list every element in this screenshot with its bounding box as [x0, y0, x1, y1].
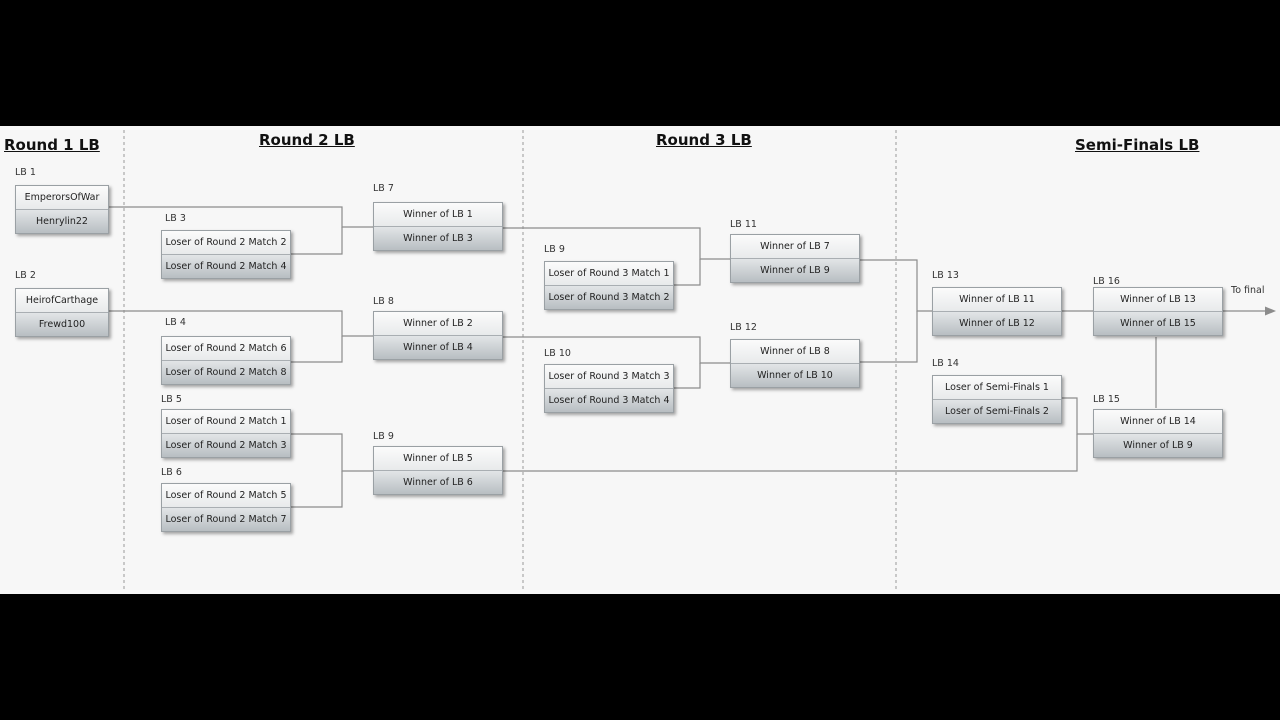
match-slot: Loser of Round 2 Match 5	[162, 484, 290, 508]
connector-lb2-lb8	[109, 310, 373, 337]
match-label: LB 9	[373, 431, 394, 442]
match-slot: Loser of Round 2 Match 6	[162, 337, 290, 361]
column-title-round3: Round 3 LB	[656, 131, 752, 149]
match-slot: Loser of Round 3 Match 4	[545, 389, 673, 412]
match-slot: Winner of LB 10	[731, 364, 859, 387]
match-label: LB 10	[544, 348, 571, 359]
match-slot: Loser of Round 2 Match 2	[162, 231, 290, 255]
connector-lb7-lb11	[502, 227, 730, 260]
match-slot: Winner of LB 2	[374, 312, 502, 336]
match-lb15: Winner of LB 14 Winner of LB 9	[1093, 409, 1223, 458]
match-slot: Loser of Semi-Finals 2	[933, 400, 1061, 423]
match-lb9-round2: Winner of LB 5 Winner of LB 6	[373, 446, 503, 495]
match-slot: Winner of LB 12	[933, 312, 1061, 335]
match-slot: Loser of Round 2 Match 3	[162, 434, 290, 457]
column-title-round1: Round 1 LB	[4, 136, 100, 154]
match-lb9-round3: Loser of Round 3 Match 1 Loser of Round …	[544, 261, 674, 310]
match-label: LB 15	[1093, 394, 1120, 405]
match-slot: Winner of LB 11	[933, 288, 1061, 312]
match-slot: Winner of LB 9	[1094, 434, 1222, 457]
match-slot: Winner of LB 9	[731, 259, 859, 282]
arrow-head	[1265, 306, 1276, 316]
match-label: LB 13	[932, 270, 959, 281]
connector-lb11-lb13	[860, 259, 932, 312]
connector-lb4-lb8	[290, 336, 343, 363]
match-slot: Winner of LB 1	[374, 203, 502, 227]
connector-lb3-lb7	[290, 227, 343, 255]
match-slot: Loser of Round 3 Match 3	[545, 365, 673, 389]
match-label: LB 2	[15, 270, 36, 281]
connector-lb9-lb15	[502, 434, 1078, 472]
connector-lb8-lb12	[502, 336, 730, 364]
connector-lb6-lb9	[290, 471, 343, 508]
match-slot: Winner of LB 6	[374, 471, 502, 494]
match-slot: Loser of Semi-Finals 1	[933, 376, 1061, 400]
match-label: LB 6	[161, 467, 182, 478]
connector-lb9-lb11	[674, 259, 701, 286]
match-label: LB 9	[544, 244, 565, 255]
match-label: LB 4	[165, 317, 186, 328]
connector-lb1-lb7	[109, 206, 373, 228]
match-slot: Winner of LB 3	[374, 227, 502, 250]
match-lb3: Loser of Round 2 Match 2 Loser of Round …	[161, 230, 291, 279]
connector-lb5-lb9	[290, 433, 373, 472]
bracket-connectors	[109, 130, 1276, 590]
match-slot: Winner of LB 13	[1094, 288, 1222, 312]
match-slot: Loser of Round 2 Match 8	[162, 361, 290, 384]
connector-lb10-lb12	[674, 363, 701, 389]
column-title-semis: Semi-Finals LB	[1075, 136, 1200, 154]
connector-lb14-lb15	[1062, 397, 1093, 435]
match-lb16: Winner of LB 13 Winner of LB 15	[1093, 287, 1223, 336]
match-lb2: HeirofCarthage Frewd100	[15, 288, 109, 337]
match-slot: Winner of LB 8	[731, 340, 859, 364]
match-lb7: Winner of LB 1 Winner of LB 3	[373, 202, 503, 251]
match-slot: EmperorsOfWar	[16, 186, 108, 210]
match-slot: Loser of Round 2 Match 4	[162, 255, 290, 278]
match-lb8: Winner of LB 2 Winner of LB 4	[373, 311, 503, 360]
match-lb6: Loser of Round 2 Match 5 Loser of Round …	[161, 483, 291, 532]
match-label: LB 12	[730, 322, 757, 333]
bracket-diagram: Round 1 LB Round 2 LB Round 3 LB Semi-Fi…	[0, 126, 1280, 594]
match-slot: Loser of Round 2 Match 1	[162, 410, 290, 434]
match-lb13: Winner of LB 11 Winner of LB 12	[932, 287, 1062, 336]
match-label: LB 16	[1093, 276, 1120, 287]
match-label: LB 11	[730, 219, 757, 230]
match-lb14: Loser of Semi-Finals 1 Loser of Semi-Fin…	[932, 375, 1062, 424]
match-slot: Winner of LB 4	[374, 336, 502, 359]
match-lb5: Loser of Round 2 Match 1 Loser of Round …	[161, 409, 291, 458]
match-slot: Loser of Round 2 Match 7	[162, 508, 290, 531]
match-slot: Henrylin22	[16, 210, 108, 233]
match-slot: Loser of Round 3 Match 1	[545, 262, 673, 286]
match-slot: Winner of LB 15	[1094, 312, 1222, 335]
match-label: LB 14	[932, 358, 959, 369]
match-lb10: Loser of Round 3 Match 3 Loser of Round …	[544, 364, 674, 413]
match-lb4: Loser of Round 2 Match 6 Loser of Round …	[161, 336, 291, 385]
match-lb1: EmperorsOfWar Henrylin22	[15, 185, 109, 234]
match-slot: Winner of LB 14	[1094, 410, 1222, 434]
connector-lb12-lb13	[860, 311, 918, 363]
match-slot: HeirofCarthage	[16, 289, 108, 313]
match-label: LB 1	[15, 167, 36, 178]
column-title-round2: Round 2 LB	[259, 131, 355, 149]
match-slot: Frewd100	[16, 313, 108, 336]
match-lb12: Winner of LB 8 Winner of LB 10	[730, 339, 860, 388]
match-slot: Winner of LB 5	[374, 447, 502, 471]
match-label: LB 3	[165, 213, 186, 224]
match-slot: Loser of Round 3 Match 2	[545, 286, 673, 309]
to-final-label: To final	[1231, 285, 1265, 296]
match-lb11: Winner of LB 7 Winner of LB 9	[730, 234, 860, 283]
match-label: LB 8	[373, 296, 394, 307]
match-label: LB 7	[373, 183, 394, 194]
match-slot: Winner of LB 7	[731, 235, 859, 259]
match-label: LB 5	[161, 394, 182, 405]
